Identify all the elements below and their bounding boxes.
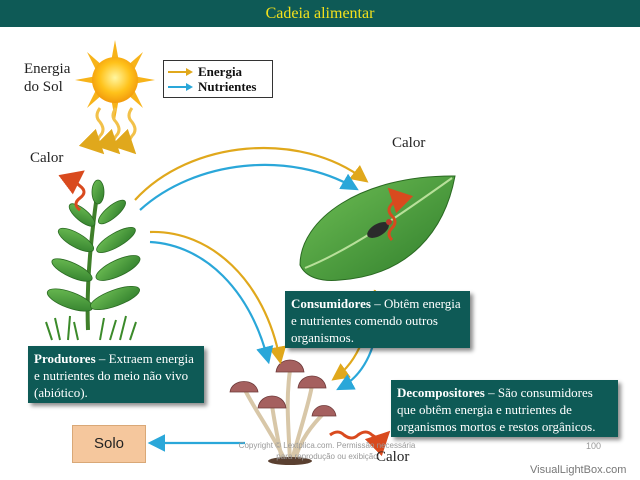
sun-energy-label: Energia do Sol	[24, 61, 71, 95]
copyright-text: Copyright © Lextplica.com. Permissão nec…	[238, 441, 416, 461]
soil-box: Solo	[72, 425, 146, 463]
producers-title: Produtores	[34, 351, 96, 366]
heat-label-decomposer: Calor	[376, 449, 410, 465]
legend: Energia Nutrientes	[163, 60, 273, 98]
decomposers-text: – São consumidores que obtêm energia e n…	[397, 385, 596, 434]
plant-producer-illustration	[45, 179, 141, 341]
leaf-consumer-illustration	[299, 175, 456, 281]
heat-label-consumer: Calor	[392, 135, 426, 151]
consumers-text: – Obtêm energia e nutrientes comendo out…	[291, 296, 461, 345]
slide-title: Cadeia alimentar	[0, 0, 640, 27]
decomposers-title: Decompositores	[397, 385, 485, 400]
legend-nutrients-label: Nutrientes	[198, 79, 257, 94]
heat-arrows	[58, 170, 414, 457]
heat-label-plant: Calor	[30, 150, 64, 166]
legend-energy-label: Energia	[198, 64, 243, 79]
producers-text: – Extraem energia e nutrientes do meio n…	[34, 351, 194, 400]
decomposers-box: Decompositores – São consumidores que ob…	[391, 380, 618, 437]
page-number: 100	[586, 441, 602, 451]
caterpillar-icon	[367, 219, 392, 238]
consumers-title: Consumidores	[291, 296, 371, 311]
consumers-box: Consumidores – Obtêm energia e nutriente…	[285, 291, 470, 348]
watermark: VisualLightBox.com	[530, 464, 627, 476]
producers-box: Produtores – Extraem energia e nutriente…	[28, 346, 204, 403]
sun-energy-beams	[78, 107, 137, 155]
sun-icon	[75, 40, 155, 120]
mushrooms-decomposer-illustration	[229, 359, 337, 465]
